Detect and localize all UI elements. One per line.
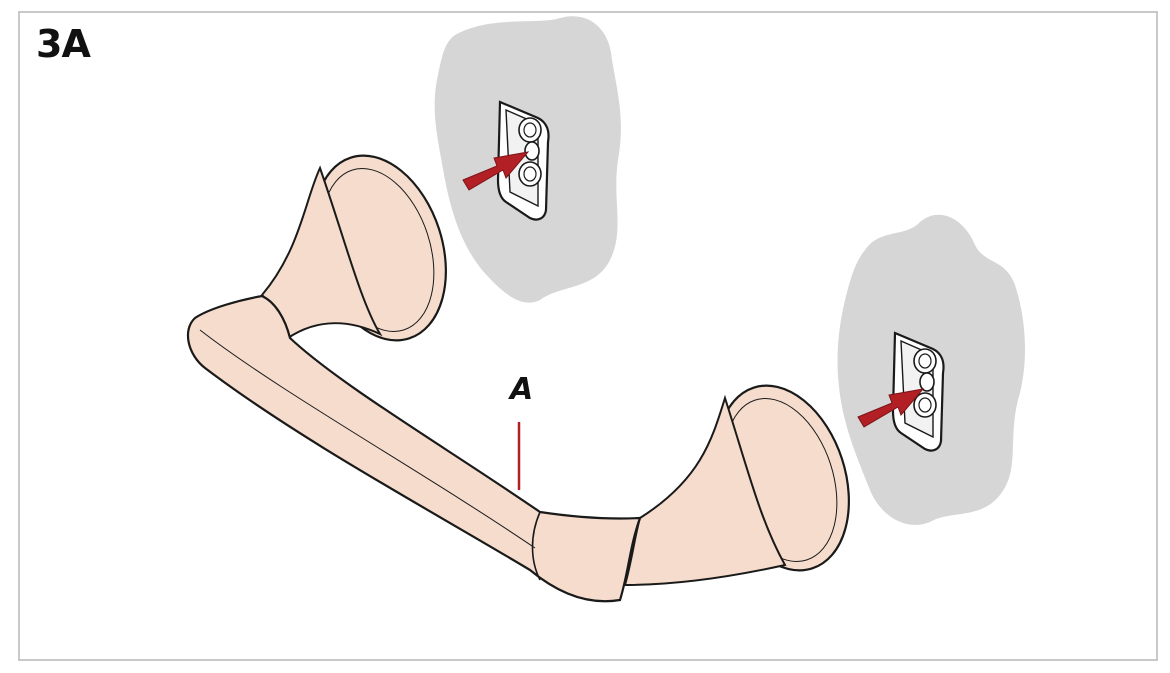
towel-bar-icon xyxy=(186,154,850,603)
step-label: 3A xyxy=(36,22,91,66)
red-arrow-right-icon xyxy=(857,388,925,428)
red-arrow-left-icon xyxy=(462,151,530,191)
part-label-a: A xyxy=(510,372,534,407)
mounting-bracket-left xyxy=(496,100,550,221)
figure-frame xyxy=(18,11,1158,661)
